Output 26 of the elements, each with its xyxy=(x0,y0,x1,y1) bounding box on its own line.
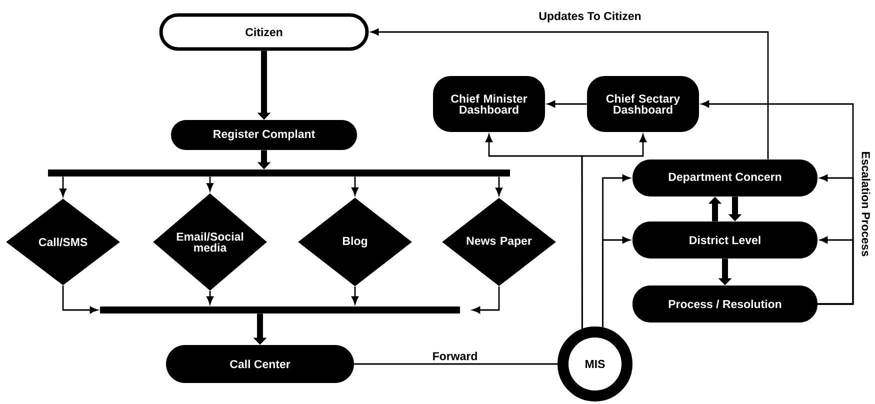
edge-label: Escalation Process xyxy=(860,150,872,258)
arrow xyxy=(602,236,630,328)
arrow xyxy=(62,285,98,314)
arrow xyxy=(701,100,854,305)
arrow xyxy=(352,286,358,304)
arrow xyxy=(472,286,500,314)
arrow xyxy=(496,176,502,196)
arrow xyxy=(206,176,214,192)
arrow xyxy=(352,176,358,196)
process-box: Register Complant xyxy=(171,120,357,150)
edge-label: Updates To Citizen xyxy=(538,10,642,24)
connector-line xyxy=(354,363,558,365)
arrow xyxy=(370,28,769,160)
dashboard-box: Chief Minister Dashboard xyxy=(433,76,545,132)
arrow xyxy=(547,100,587,108)
terminal-box: Citizen xyxy=(159,13,369,51)
arrow xyxy=(60,176,66,196)
process-box: Department Concern xyxy=(632,160,818,196)
arrow xyxy=(206,290,214,304)
process-box: Process / Resolution xyxy=(632,286,818,322)
process-box: Call Center xyxy=(166,345,354,383)
sync-bar xyxy=(100,306,460,314)
dashboard-box: Chief Sectary Dashboard xyxy=(587,76,699,132)
process-box: District Level xyxy=(632,222,818,258)
edge-label: Forward xyxy=(431,350,479,362)
arrow xyxy=(581,134,646,329)
